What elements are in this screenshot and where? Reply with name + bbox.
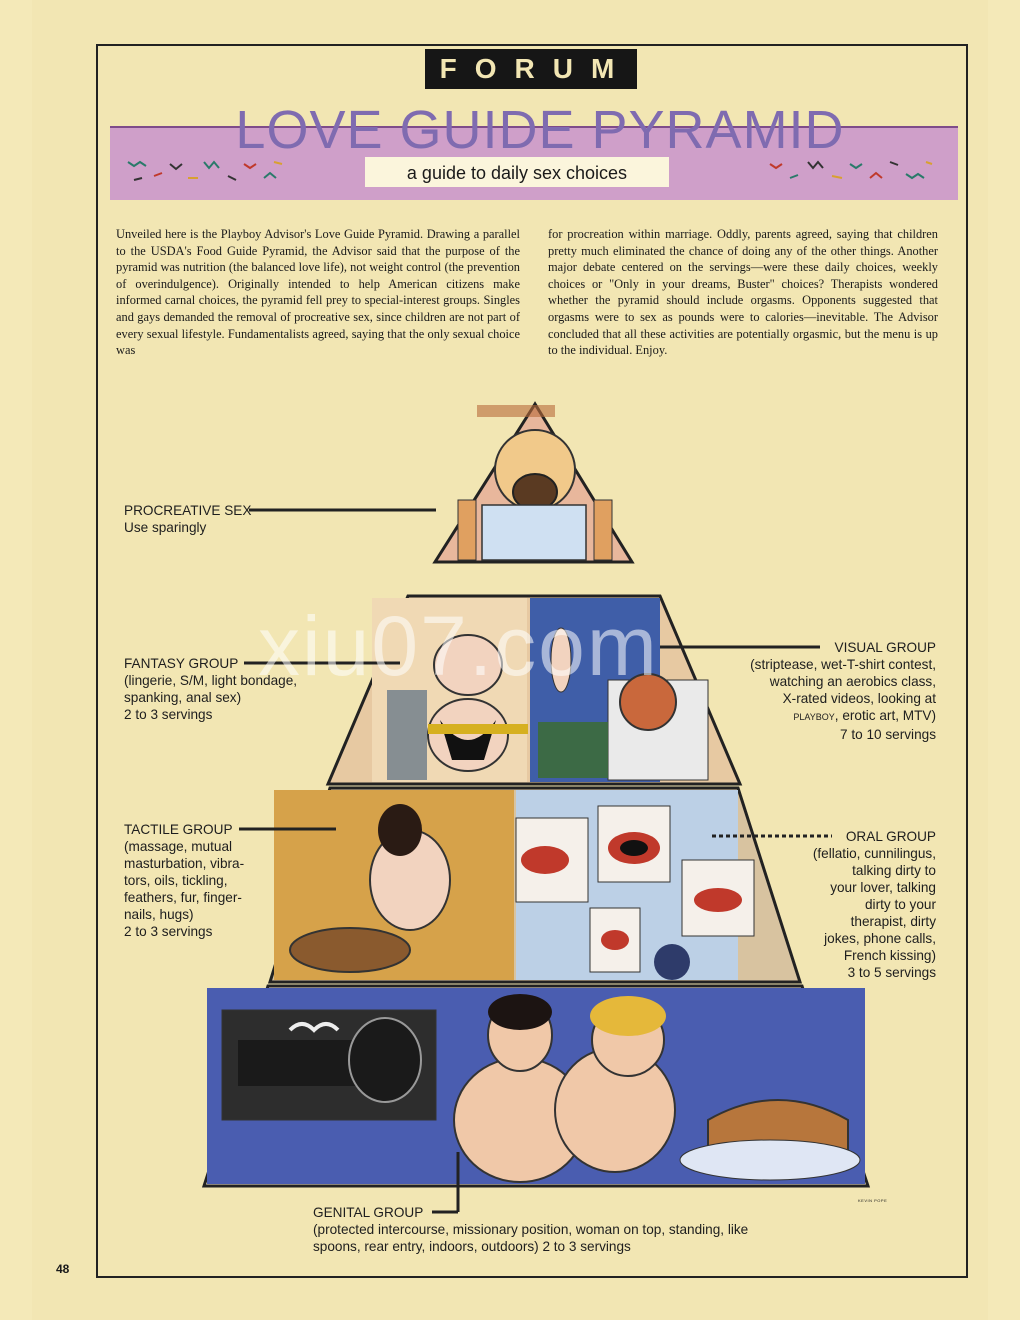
- confetti-decoration-right: [769, 160, 933, 180]
- title-band-rule: [110, 126, 958, 128]
- genital-line-2: spoons, rear entry, indoors, outdoors) 2…: [313, 1239, 631, 1254]
- page-title: LOVE GUIDE PYRAMID: [235, 100, 845, 160]
- artist-credit: KEVIN POPE: [858, 1198, 888, 1203]
- visual-servings: 7 to 10 servings: [840, 727, 936, 742]
- intro-text-right: for procreation within marriage. Oddly, …: [548, 227, 938, 358]
- watermark: xiu07.com: [258, 599, 659, 693]
- confetti-decoration-left: [127, 160, 283, 181]
- fantasy-label: FANTASY GROUP (lingerie, S/M, light bond…: [124, 655, 297, 723]
- procreative-label: PROCREATIVE SEX Use sparingly: [124, 502, 251, 536]
- tactile-line-6: 2 to 3 servings: [124, 924, 213, 939]
- visual-line-4: PLAYBOY, erotic art, MTV): [700, 707, 936, 726]
- tactile-line-2: masturbation, vibra-: [124, 856, 245, 871]
- page-subtitle: a guide to daily sex choices: [365, 157, 669, 187]
- procreative-name: PROCREATIVE SEX: [124, 503, 252, 518]
- tactile-name: TACTILE GROUP: [124, 822, 233, 837]
- procreative-line-1: Use sparingly: [124, 520, 207, 535]
- oral-line-1: (fellatio, cunnilingus,: [812, 846, 936, 861]
- page-frame-bottom: [96, 1276, 966, 1278]
- section-label: FORUM: [425, 49, 637, 89]
- tactile-line-1: (massage, mutual: [124, 839, 233, 854]
- genital-label: GENITAL GROUP (protected intercourse, mi…: [313, 1204, 748, 1255]
- visual-playboy: PLAYBOY: [793, 712, 835, 722]
- visual-line-1: (striptease, wet-T-shirt contest,: [750, 657, 936, 672]
- genital-name: GENITAL GROUP: [313, 1205, 424, 1220]
- fantasy-line-3: 2 to 3 servings: [124, 707, 213, 722]
- oral-name: ORAL GROUP: [845, 829, 936, 844]
- oral-line-8: 3 to 5 servings: [847, 965, 936, 980]
- oral-line-2: talking dirty to: [852, 863, 936, 878]
- tactile-label: TACTILE GROUP (massage, mutual masturbat…: [124, 821, 244, 940]
- visual-label: VISUAL GROUP (striptease, wet-T-shirt co…: [700, 639, 936, 743]
- fantasy-line-1: (lingerie, S/M, light bondage,: [124, 673, 298, 688]
- visual-line-4-rest: , erotic art, MTV): [834, 708, 936, 723]
- oral-line-4: dirty to your: [864, 897, 936, 912]
- intro-text-left: Unveiled here is the Playboy Advisor's L…: [116, 227, 520, 358]
- oral-line-5: therapist, dirty: [850, 914, 936, 929]
- visual-line-3: X-rated videos, looking at: [782, 691, 936, 706]
- oral-label: ORAL GROUP (fellatio, cunnilingus, talki…: [760, 828, 936, 981]
- tactile-line-5: nails, hugs): [124, 907, 194, 922]
- tactile-line-4: feathers, fur, finger-: [124, 890, 242, 905]
- fantasy-line-2: spanking, anal sex): [124, 690, 242, 705]
- page-number: 48: [56, 1262, 70, 1276]
- visual-line-2: watching an aerobics class,: [769, 674, 936, 689]
- tactile-line-3: tors, oils, tickling,: [124, 873, 228, 888]
- page-frame: [96, 44, 968, 1278]
- genital-line-1: (protected intercourse, missionary posit…: [313, 1222, 749, 1237]
- oral-line-7: French kissing): [843, 948, 936, 963]
- oral-line-3: your lover, talking: [830, 880, 936, 895]
- visual-name: VISUAL GROUP: [834, 640, 936, 655]
- oral-line-6: jokes, phone calls,: [824, 931, 936, 946]
- fantasy-name: FANTASY GROUP: [124, 656, 239, 671]
